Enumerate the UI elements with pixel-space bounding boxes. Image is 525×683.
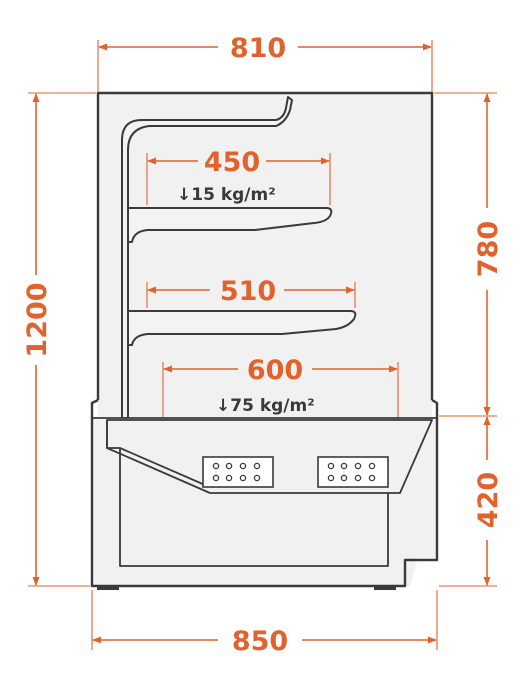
foot-left	[97, 586, 119, 590]
upper-body	[98, 93, 432, 418]
shelf-2-depth-label: 510	[220, 276, 276, 307]
dimension-bottom-width: 850	[91, 590, 438, 657]
shelf-upper	[127, 207, 333, 243]
base-load-label: ↓75 kg/m²	[216, 396, 315, 416]
upper-body-outline	[96, 91, 434, 400]
total-height-label: 1200	[22, 282, 53, 357]
dimension-total-height: 1200	[22, 92, 96, 587]
shelf-load-label: ↓15 kg/m²	[177, 185, 276, 205]
base-body	[92, 418, 437, 586]
shelf-1-depth-label: 450	[204, 147, 260, 178]
base-depth-label: 600	[247, 355, 303, 386]
cabinet	[90, 91, 439, 590]
bottom-width-label: 850	[232, 626, 288, 657]
dimension-base-depth: 600	[162, 355, 399, 417]
foot-right	[374, 586, 396, 590]
lower-height-label: 420	[473, 472, 504, 528]
shelf-lower	[127, 310, 357, 346]
back-column	[121, 96, 293, 419]
upper-height-label: 780	[473, 221, 504, 277]
vent-grille-right	[317, 456, 389, 488]
vent-grille-left	[202, 456, 274, 488]
dimension-lower-height: 420	[439, 416, 504, 587]
top-width-label: 810	[230, 33, 286, 64]
dimension-shelf-1-depth: 450	[146, 147, 331, 205]
dimension-upper-height: 780	[434, 92, 504, 417]
well-inner-line	[119, 447, 206, 486]
base-outline	[90, 398, 439, 588]
dimension-shelf-2-depth: 510	[146, 276, 356, 308]
dimension-top-width: 810	[97, 33, 433, 92]
refrigerated-well	[106, 419, 433, 494]
